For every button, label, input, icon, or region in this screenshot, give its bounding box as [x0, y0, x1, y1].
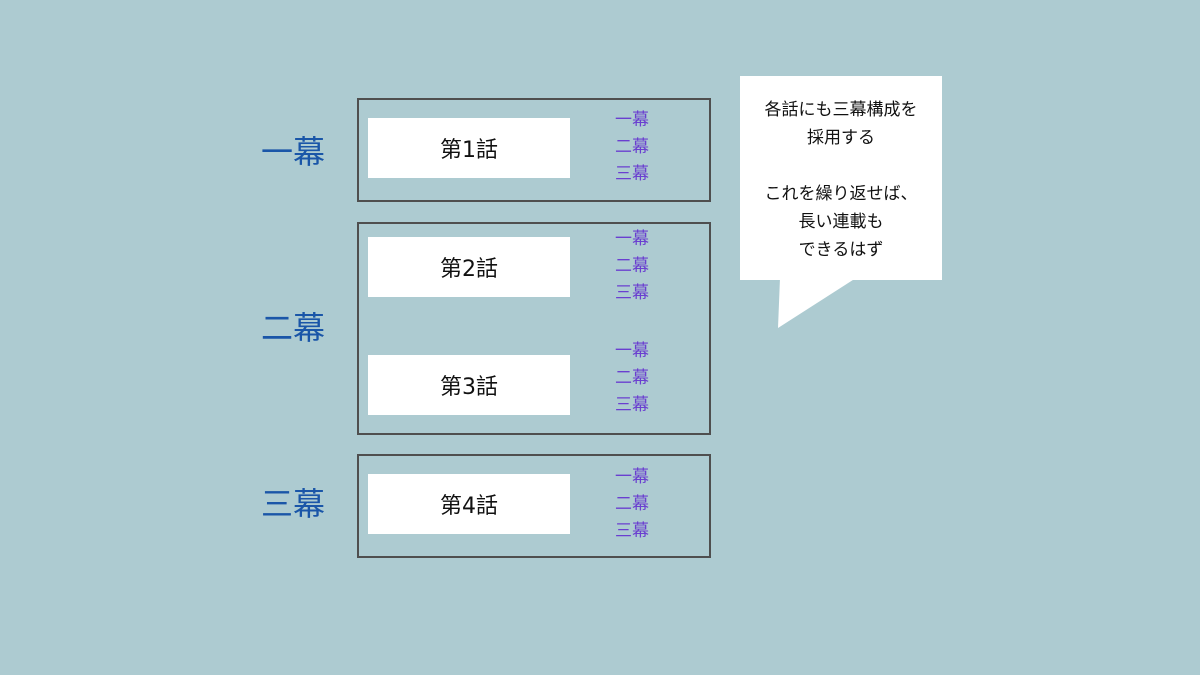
episode-1-sub-acts: 一幕 二幕 三幕 [602, 107, 662, 188]
sub-act-label: 三幕 [615, 164, 649, 184]
act-1-box [357, 98, 711, 202]
bubble-line: できるはず [798, 240, 884, 260]
bubble-spacer [740, 152, 942, 180]
sub-act-label: 三幕 [615, 521, 649, 541]
sub-act-label: 二幕 [615, 256, 649, 276]
sub-act-label: 一幕 [615, 467, 649, 487]
episode-3-sub-acts: 一幕 二幕 三幕 [602, 338, 662, 419]
act-label-3: 三幕 [260, 485, 325, 523]
sub-act-label: 一幕 [615, 229, 649, 249]
speech-bubble-tail [778, 278, 856, 328]
bubble-line: 採用する [807, 128, 875, 148]
episode-2-sub-acts: 一幕 二幕 三幕 [602, 226, 662, 307]
act-label-2: 二幕 [260, 309, 325, 347]
act-3-box [357, 454, 711, 558]
sub-act-label: 三幕 [615, 283, 649, 303]
bubble-line: 長い連載も [798, 212, 884, 232]
episode-card-4: 第4話 [368, 474, 570, 534]
bubble-line: これを繰り返せば、 [764, 184, 918, 204]
act-2-box [357, 222, 711, 435]
episode-card-2: 第2話 [368, 237, 570, 297]
sub-act-label: 一幕 [615, 110, 649, 130]
episode-card-3: 第3話 [368, 355, 570, 415]
bubble-line: 各話にも三幕構成を [764, 100, 918, 120]
sub-act-label: 二幕 [615, 368, 649, 388]
speech-bubble: 各話にも三幕構成を 採用する これを繰り返せば、 長い連載も できるはず [740, 76, 942, 280]
sub-act-label: 二幕 [615, 137, 649, 157]
sub-act-label: 三幕 [615, 395, 649, 415]
sub-act-label: 一幕 [615, 341, 649, 361]
episode-card-1: 第1話 [368, 118, 570, 178]
episode-4-sub-acts: 一幕 二幕 三幕 [602, 464, 662, 545]
act-label-1: 一幕 [260, 133, 325, 171]
sub-act-label: 二幕 [615, 494, 649, 514]
